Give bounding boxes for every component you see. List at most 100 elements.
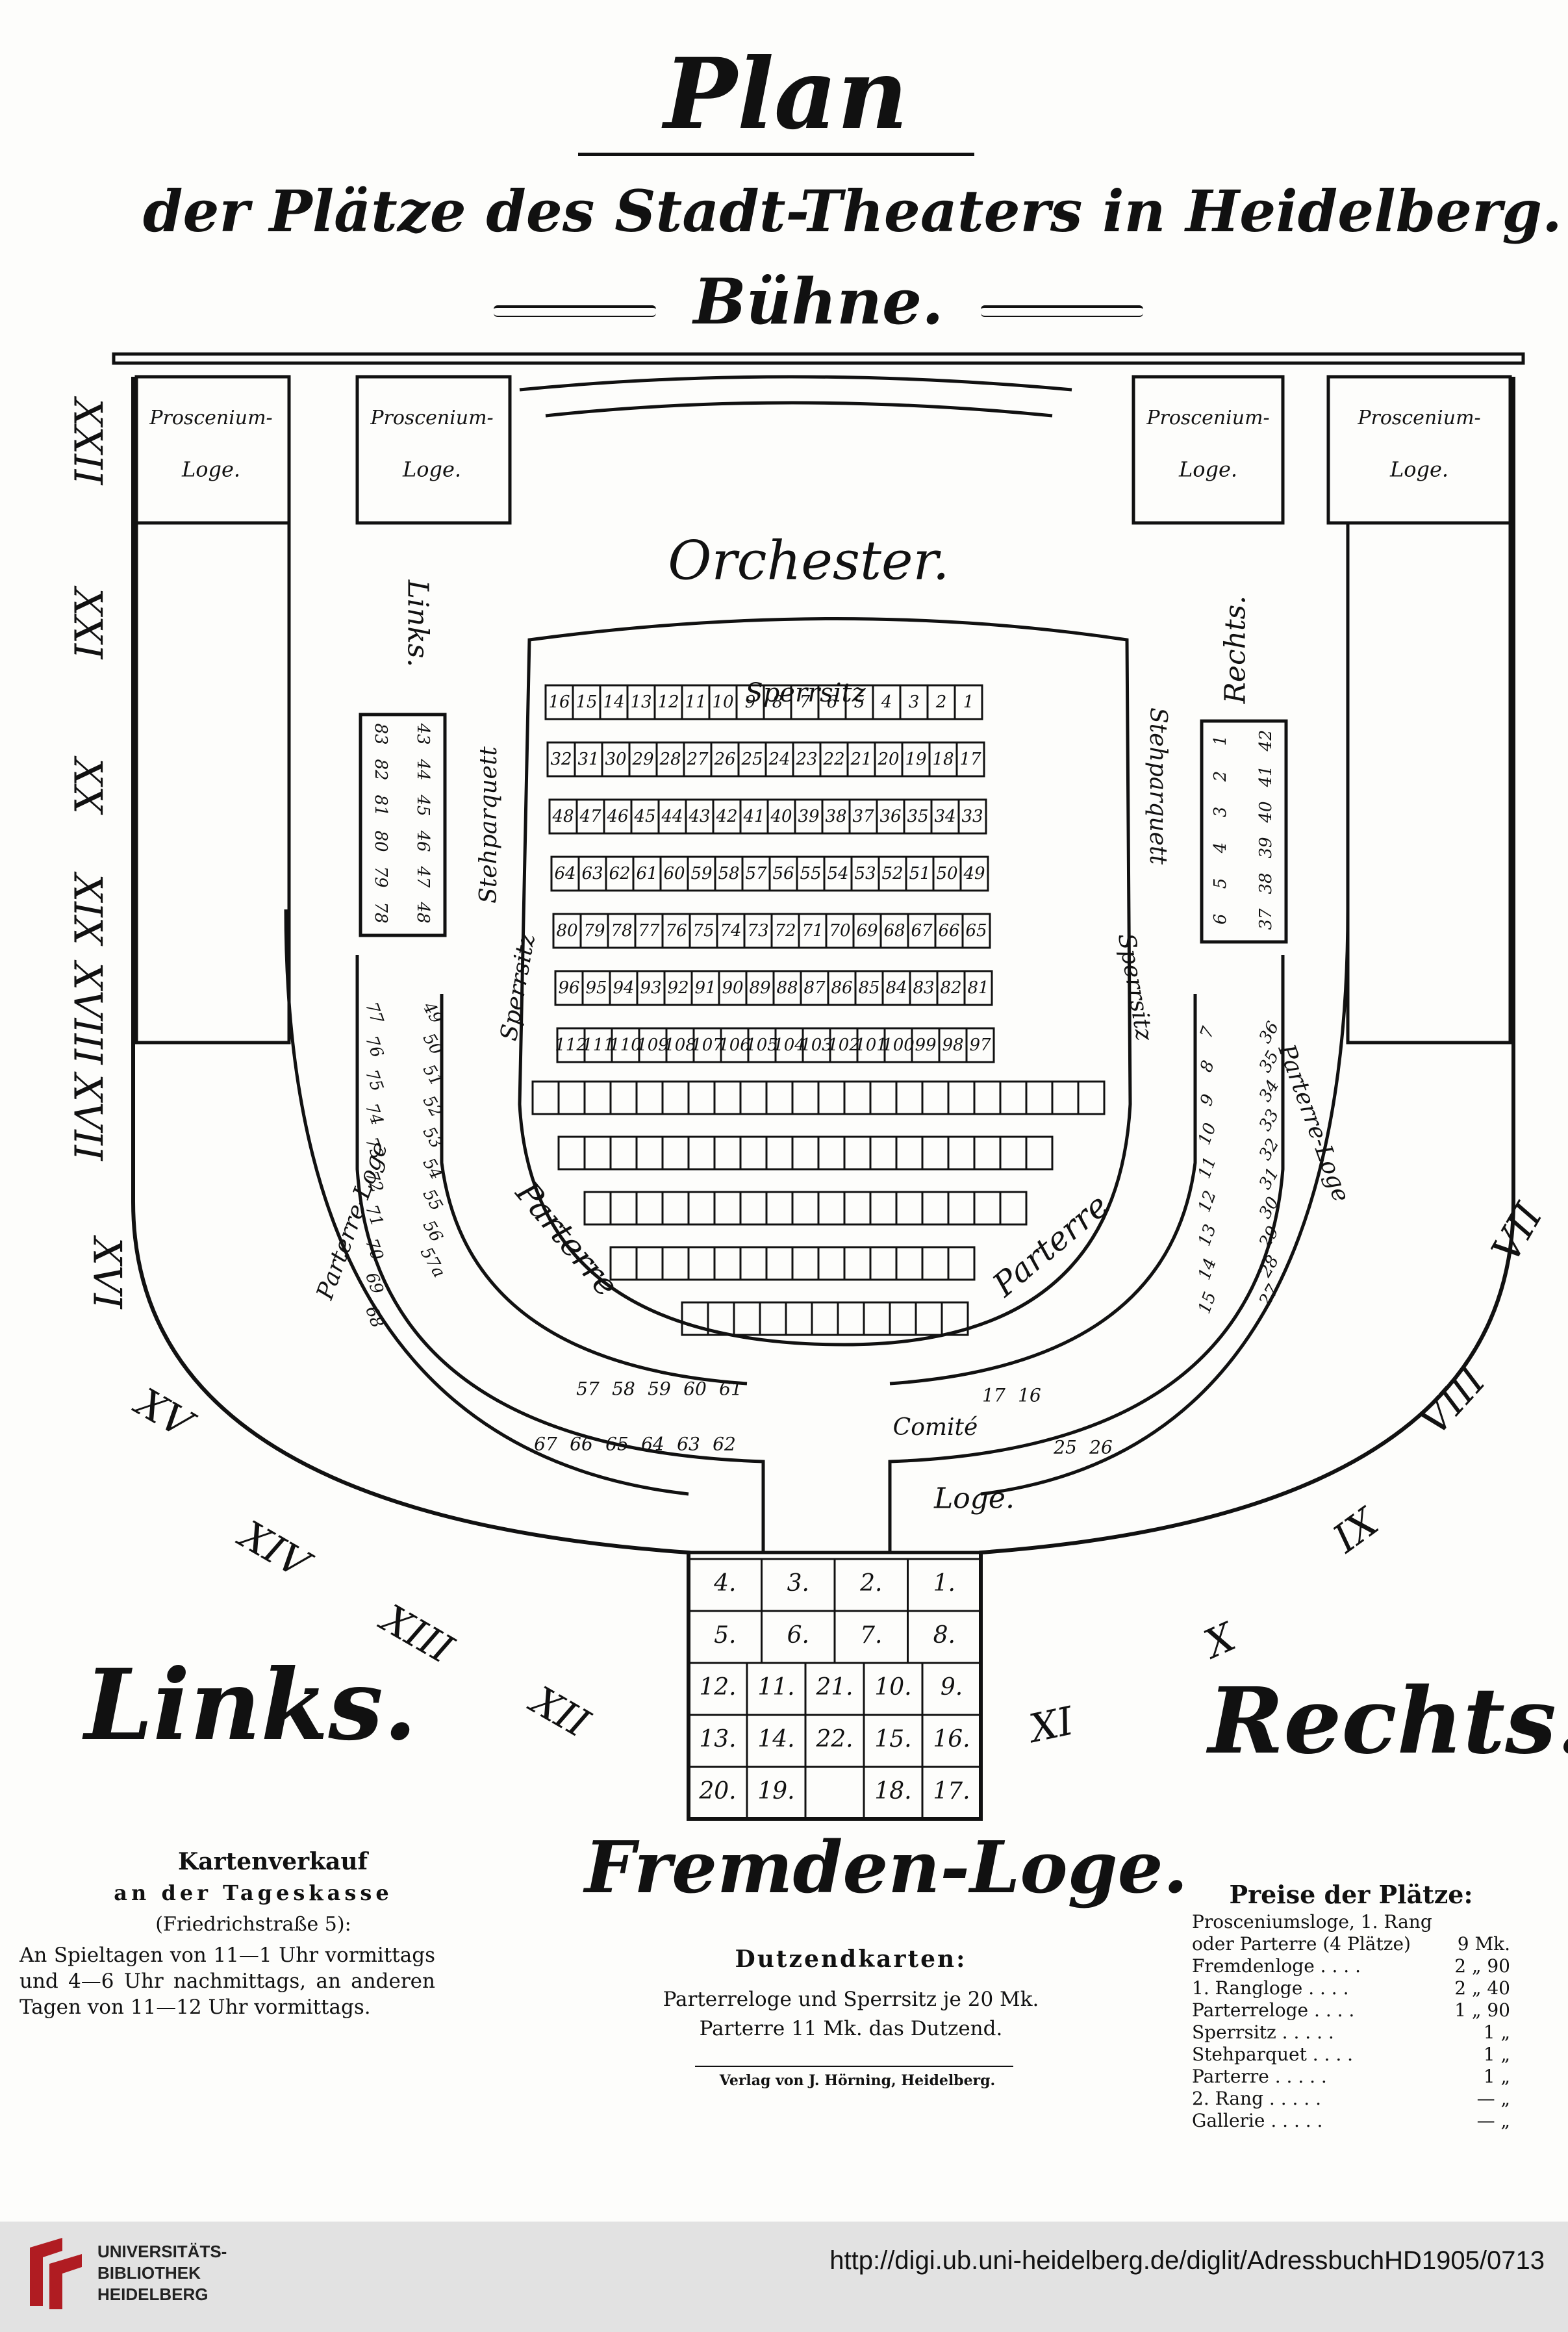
sperrsitz-seat-number: 95 bbox=[585, 978, 607, 998]
fremden-loge-seat-number: 20. bbox=[698, 1778, 736, 1805]
parterre-empty-seat bbox=[791, 1080, 820, 1115]
price-label: Gallerie . . . . . bbox=[1192, 2110, 1323, 2131]
orchestra-pit-front bbox=[519, 375, 1072, 392]
sperrsitz-seat-number: 90 bbox=[722, 978, 743, 998]
publisher-rule bbox=[695, 2066, 1013, 2067]
left-ornament bbox=[494, 305, 656, 317]
parterre-empty-seat bbox=[765, 1135, 794, 1171]
sperrsitz-seat-number: 51 bbox=[909, 864, 930, 883]
price-row: Prosceniumsloge, 1. Rang bbox=[1192, 1911, 1510, 1933]
parterre-empty-seat bbox=[941, 1301, 969, 1336]
price-value: 1 „ 90 bbox=[1454, 1999, 1510, 2021]
stehparquett-right-seat: 4 bbox=[1211, 843, 1230, 854]
library-logo-icon bbox=[30, 2238, 82, 2309]
parterre-empty-seat bbox=[811, 1301, 839, 1336]
parterre-front-right-seat: 17 bbox=[982, 1385, 1005, 1406]
price-table: Preise der Plätze: Prosceniumsloge, 1. R… bbox=[1192, 1882, 1510, 2132]
parterre-empty-seat bbox=[713, 1246, 742, 1281]
price-row: oder Parterre (4 Plätze)9 Mk. bbox=[1192, 1933, 1510, 1955]
parterre-empty-seat bbox=[817, 1191, 846, 1226]
sperrsitz-seat-number: 60 bbox=[663, 864, 685, 883]
page-title: Plan bbox=[663, 37, 909, 151]
parterre-empty-seat bbox=[661, 1135, 690, 1171]
parterre-empty-seat bbox=[687, 1135, 716, 1171]
sperrsitz-seat-number: 78 bbox=[611, 921, 632, 941]
fremden-loge-seat-number: 4. bbox=[713, 1570, 736, 1597]
sperrsitz-seat-number: 105 bbox=[746, 1035, 778, 1055]
stehparquett-left-seat: 45 bbox=[413, 794, 433, 816]
parterre-empty-seat bbox=[895, 1080, 924, 1115]
parterre-empty-seat bbox=[531, 1080, 560, 1115]
sperrsitz-seat-number: 26 bbox=[713, 750, 735, 769]
fremden-loge-seat bbox=[921, 1766, 982, 1820]
sperrsitz-seat-number: 14 bbox=[603, 692, 624, 712]
sperrsitz-seat-number: 103 bbox=[800, 1035, 833, 1055]
parterre-empty-seat bbox=[895, 1246, 924, 1281]
sperrsitz-seat-number: 75 bbox=[692, 921, 714, 941]
sperrsitz-seat-number: 91 bbox=[694, 978, 716, 998]
parterre-empty-seat bbox=[739, 1191, 768, 1226]
sperrsitz-seat-number: 32 bbox=[550, 750, 572, 769]
links-small-label: Links. bbox=[401, 579, 435, 668]
parterre-front-left-seat: 61 bbox=[719, 1378, 742, 1400]
stehparquett-right-seat: 3 bbox=[1211, 807, 1230, 818]
source-url-link[interactable]: http://digi.ub.uni-heidelberg.de/diglit/… bbox=[829, 2246, 1545, 2275]
sperrsitz-seat-number: 6 bbox=[827, 692, 838, 712]
sperrsitz-seat-number: 24 bbox=[768, 750, 790, 769]
publisher-note: Verlag von J. Hörning, Heidelberg. bbox=[719, 2072, 996, 2089]
parterre-loge-left-seat: 76 bbox=[361, 1033, 387, 1060]
parterre-empty-seat bbox=[609, 1080, 638, 1115]
sperrsitz-seat-number: 61 bbox=[636, 864, 657, 883]
fremden-loge-seat-number: 1. bbox=[933, 1570, 955, 1597]
sperrsitz-seat-number: 86 bbox=[831, 978, 852, 998]
parterre-empty-seat bbox=[635, 1080, 664, 1115]
price-label: Prosceniumsloge, 1. Rang bbox=[1192, 1911, 1432, 1933]
sperrsitz-seat-number: 50 bbox=[936, 864, 957, 883]
sperrsitz-seat-number: 102 bbox=[828, 1035, 860, 1055]
parterre-empty-seat bbox=[973, 1135, 1002, 1171]
parterre-front-left-seat: 64 bbox=[641, 1434, 664, 1455]
parterre-empty-seat bbox=[759, 1301, 787, 1336]
plan-labels: Proscenium-Loge.Proscenium-Loge.Prosceni… bbox=[149, 407, 1480, 1515]
sperrsitz-seat-number: 19 bbox=[905, 750, 926, 769]
fremden-loge-seat-number: 13. bbox=[699, 1726, 736, 1753]
stehparquett-left-seat: 48 bbox=[413, 901, 433, 923]
sperrsitz-seat-number: 57 bbox=[745, 864, 767, 883]
kartenverkauf-line2: an der Tageskasse bbox=[114, 1881, 393, 1905]
stehparquett-left-seat: 44 bbox=[413, 758, 433, 780]
loge-ring-right bbox=[980, 909, 1350, 1496]
sperrsitz-seat-number: 22 bbox=[822, 750, 844, 769]
parterre-empty-seat bbox=[661, 1246, 690, 1281]
parterre-loge-right-seat: 15 bbox=[1195, 1289, 1220, 1316]
price-row: Gallerie . . . . .— „ bbox=[1192, 2110, 1510, 2132]
sperrsitz-seat-number: 69 bbox=[856, 921, 878, 941]
parterre-empty-seat bbox=[713, 1191, 742, 1226]
sperrsitz-seat-number: 48 bbox=[551, 807, 574, 826]
stehparquett-right-seat: 42 bbox=[1256, 729, 1276, 752]
parterre-empty-seat bbox=[687, 1191, 716, 1226]
loge-numeral-left: XXI bbox=[64, 585, 110, 659]
price-label: 1. Rangloge . . . . bbox=[1192, 1977, 1349, 1999]
price-row: 1. Rangloge . . . .2 „ 40 bbox=[1192, 1977, 1510, 1999]
sperrsitz-seat-number: 9 bbox=[745, 692, 756, 712]
sperrsitz-seat-number: 110 bbox=[609, 1035, 642, 1055]
sperrsitz-seat-number: 43 bbox=[688, 807, 710, 826]
kartenverkauf-body: An Spieltagen von 11—1 Uhr vormittags un… bbox=[19, 1944, 435, 2019]
parterre-empty-seat bbox=[921, 1246, 950, 1281]
proscenium-label: Loge. bbox=[181, 457, 240, 482]
price-value: — „ bbox=[1476, 2088, 1510, 2109]
loge-numeral-left: XVII bbox=[64, 1071, 110, 1161]
parterre-empty-seat bbox=[817, 1135, 846, 1171]
proscenium-label: Proscenium- bbox=[370, 407, 493, 429]
parterre-empty-seat bbox=[785, 1301, 813, 1336]
parterre-empty-seat bbox=[635, 1191, 664, 1226]
parterre-left-seat: 57a bbox=[416, 1244, 449, 1281]
fremden-loge-grid: 4.3.2.1.5.6.7.8.12.11.21.10.9.13.14.22.1… bbox=[687, 1558, 982, 1820]
sperrsitz-seat-number: 101 bbox=[855, 1035, 887, 1055]
price-label: Parterreloge . . . . bbox=[1192, 1999, 1355, 2021]
stehparquett-left-seat: 80 bbox=[371, 830, 390, 852]
parterre-right-inner bbox=[889, 994, 1197, 1386]
title-underline bbox=[578, 153, 974, 156]
